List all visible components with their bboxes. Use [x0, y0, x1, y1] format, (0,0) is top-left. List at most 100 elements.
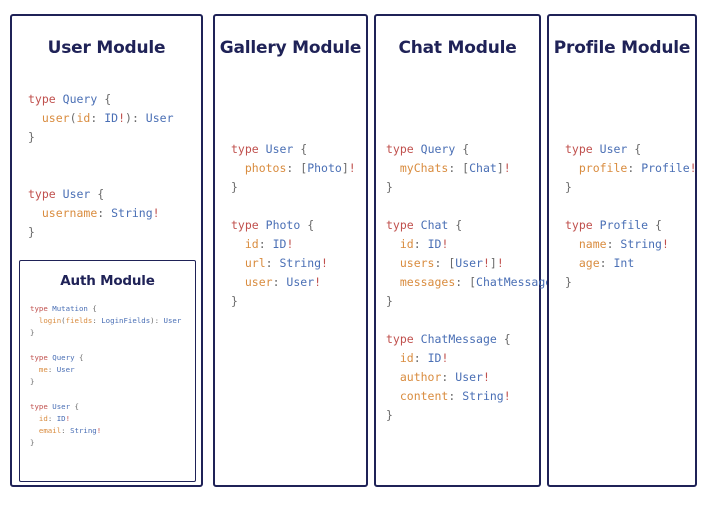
code-blank-line — [386, 311, 566, 330]
code-token-bang: ! — [503, 389, 511, 403]
code-token-type: Chat — [469, 161, 497, 175]
code-token-bang: ! — [689, 161, 697, 175]
code-token-punc — [231, 275, 245, 289]
code-line: type User { — [565, 140, 697, 159]
code-blank-line — [231, 197, 356, 216]
code-line: username: String! — [28, 204, 174, 223]
code-token-punc — [414, 142, 421, 156]
code-token-kw: type — [565, 142, 593, 156]
code-token-punc: ] — [489, 256, 497, 270]
code-block-auth-module: type Mutation { login(fields: LoginField… — [30, 303, 181, 449]
code-token-bang: ! — [286, 237, 294, 251]
code-line: id: ID! — [386, 349, 566, 368]
card-title-gallery-module: Gallery Module — [219, 38, 362, 58]
code-token-punc: : — [47, 365, 57, 374]
code-blank-line — [28, 166, 174, 185]
code-token-bang: ! — [65, 413, 71, 423]
code-token-punc: : [ — [434, 256, 456, 270]
code-token-punc: } — [386, 408, 393, 422]
code-token-type: User — [286, 275, 315, 289]
code-token-punc: } — [231, 180, 238, 194]
code-token-punc: : — [272, 275, 287, 289]
code-token-punc: : — [599, 256, 614, 270]
code-token-type: String — [70, 426, 97, 435]
code-token-punc — [386, 237, 400, 251]
code-token-type: String — [279, 256, 322, 270]
code-token-punc — [30, 316, 39, 325]
code-token-punc — [28, 111, 42, 125]
code-line: age: Int — [565, 254, 697, 273]
code-token-punc: { — [293, 142, 308, 156]
code-line: id: ID! — [386, 235, 566, 254]
code-blank-line — [386, 197, 566, 216]
code-token-punc: { — [97, 92, 112, 106]
code-token-punc — [231, 237, 245, 251]
code-token-punc — [565, 161, 579, 175]
code-token-kw: type — [231, 218, 259, 232]
code-line: } — [30, 376, 181, 388]
code-line: myChats: [Chat]! — [386, 159, 566, 178]
code-line: user(id: ID!): User — [28, 109, 174, 128]
code-line: users: [User!]! — [386, 254, 566, 273]
code-token-type: ID — [427, 351, 442, 365]
code-token-punc — [386, 351, 400, 365]
code-token-punc — [386, 275, 400, 289]
code-token-bang: ! — [503, 161, 511, 175]
code-token-type: User — [265, 142, 294, 156]
code-token-type: Query — [420, 142, 456, 156]
code-token-punc — [28, 206, 42, 220]
code-token-punc: : — [448, 389, 463, 403]
code-line: content: String! — [386, 387, 566, 406]
code-token-bang: ! — [441, 237, 449, 251]
code-line: type Photo { — [231, 216, 356, 235]
code-token-type: User — [145, 111, 174, 125]
code-line: user: User! — [231, 273, 356, 292]
code-token-field: name — [578, 237, 607, 251]
code-token-punc: : — [97, 206, 112, 220]
code-token-punc: : — [90, 111, 105, 125]
code-line: type Query { — [28, 90, 174, 109]
code-token-punc — [386, 389, 400, 403]
code-line: } — [386, 178, 566, 197]
code-line: email: String! — [30, 425, 181, 437]
code-token-punc: : — [413, 237, 428, 251]
code-line: } — [386, 292, 566, 311]
code-token-bang: ! — [661, 237, 669, 251]
code-token-bang: ! — [314, 275, 322, 289]
code-token-punc: : [ — [286, 161, 308, 175]
code-token-punc — [259, 218, 266, 232]
code-token-punc — [231, 161, 245, 175]
code-token-type: User — [163, 316, 182, 326]
code-token-punc — [259, 142, 266, 156]
code-line: } — [231, 178, 356, 197]
code-token-punc: : — [92, 316, 102, 326]
code-token-bang: ! — [96, 426, 102, 435]
code-block-user-module: type Query { user(id: ID!): User}type Us… — [28, 90, 174, 242]
code-token-bang: ! — [496, 256, 504, 270]
code-token-field: id — [244, 237, 259, 251]
code-token-punc: } — [30, 438, 35, 448]
code-token-field: user — [244, 275, 273, 289]
card-title-profile-module: Profile Module — [553, 38, 691, 58]
code-token-field: username — [41, 206, 98, 220]
code-token-kw: type — [28, 92, 56, 106]
card-title-chat-module: Chat Module — [398, 38, 517, 58]
code-token-punc: : — [441, 370, 456, 384]
code-line: id: ID! — [231, 235, 356, 254]
code-token-kw: type — [30, 401, 48, 411]
code-token-type: ChatMessage — [476, 275, 553, 289]
code-blank-line — [28, 147, 174, 166]
code-token-punc — [56, 187, 63, 201]
code-line: } — [30, 437, 181, 449]
code-token-punc: { — [70, 401, 79, 411]
code-line: } — [386, 406, 566, 425]
code-token-type: Query — [62, 92, 98, 106]
code-token-field: id — [399, 351, 414, 365]
code-line: url: String! — [231, 254, 356, 273]
